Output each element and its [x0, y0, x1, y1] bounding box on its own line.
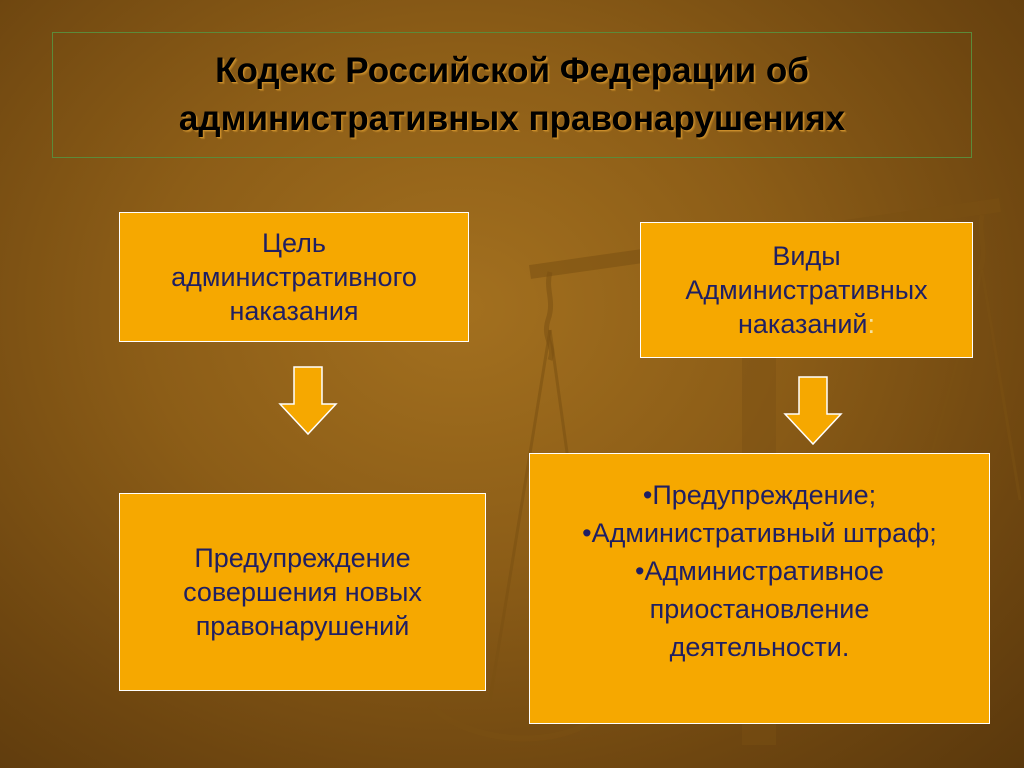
list-item-suspension-cont-1: приостановление: [649, 594, 870, 624]
list-item-suspension: •Административное: [635, 556, 884, 586]
title-line-1: Кодекс Российской Федерации об: [215, 51, 809, 90]
goal-line-3: наказания: [229, 296, 359, 326]
types-line-1: Виды: [772, 241, 841, 271]
arrow-down-left-icon: [278, 366, 338, 436]
types-line-3-text: наказаний: [737, 309, 868, 339]
prevention-line-3: правонарушений: [195, 611, 410, 641]
title-line-2: административных правонарушениях: [178, 99, 846, 138]
types-colon: :: [867, 309, 876, 339]
list-item-warning: •Предупреждение;: [642, 480, 877, 510]
list-item-fine: •Административный штраф;: [582, 518, 937, 548]
list-item-suspension-cont-2: деятельности.: [669, 632, 850, 662]
goal-line-2: административного: [171, 262, 417, 292]
goal-box: Цель административного наказания: [119, 212, 469, 342]
prevention-box: Предупреждение совершения новых правонар…: [119, 493, 486, 691]
title-frame: Кодекс Российской Федерации об администр…: [52, 32, 972, 158]
types-box: Виды Административных наказаний:: [640, 222, 973, 358]
penalty-types-list-box: •Предупреждение; •Административный штраф…: [529, 453, 990, 724]
prevention-line-1: Предупреждение: [194, 543, 411, 573]
arrow-down-right-icon: [783, 376, 843, 446]
types-line-2: Административных: [685, 275, 928, 305]
types-line-3: наказаний:: [641, 307, 972, 341]
goal-line-1: Цель: [262, 228, 326, 258]
prevention-line-2: совершения новых: [183, 577, 422, 607]
